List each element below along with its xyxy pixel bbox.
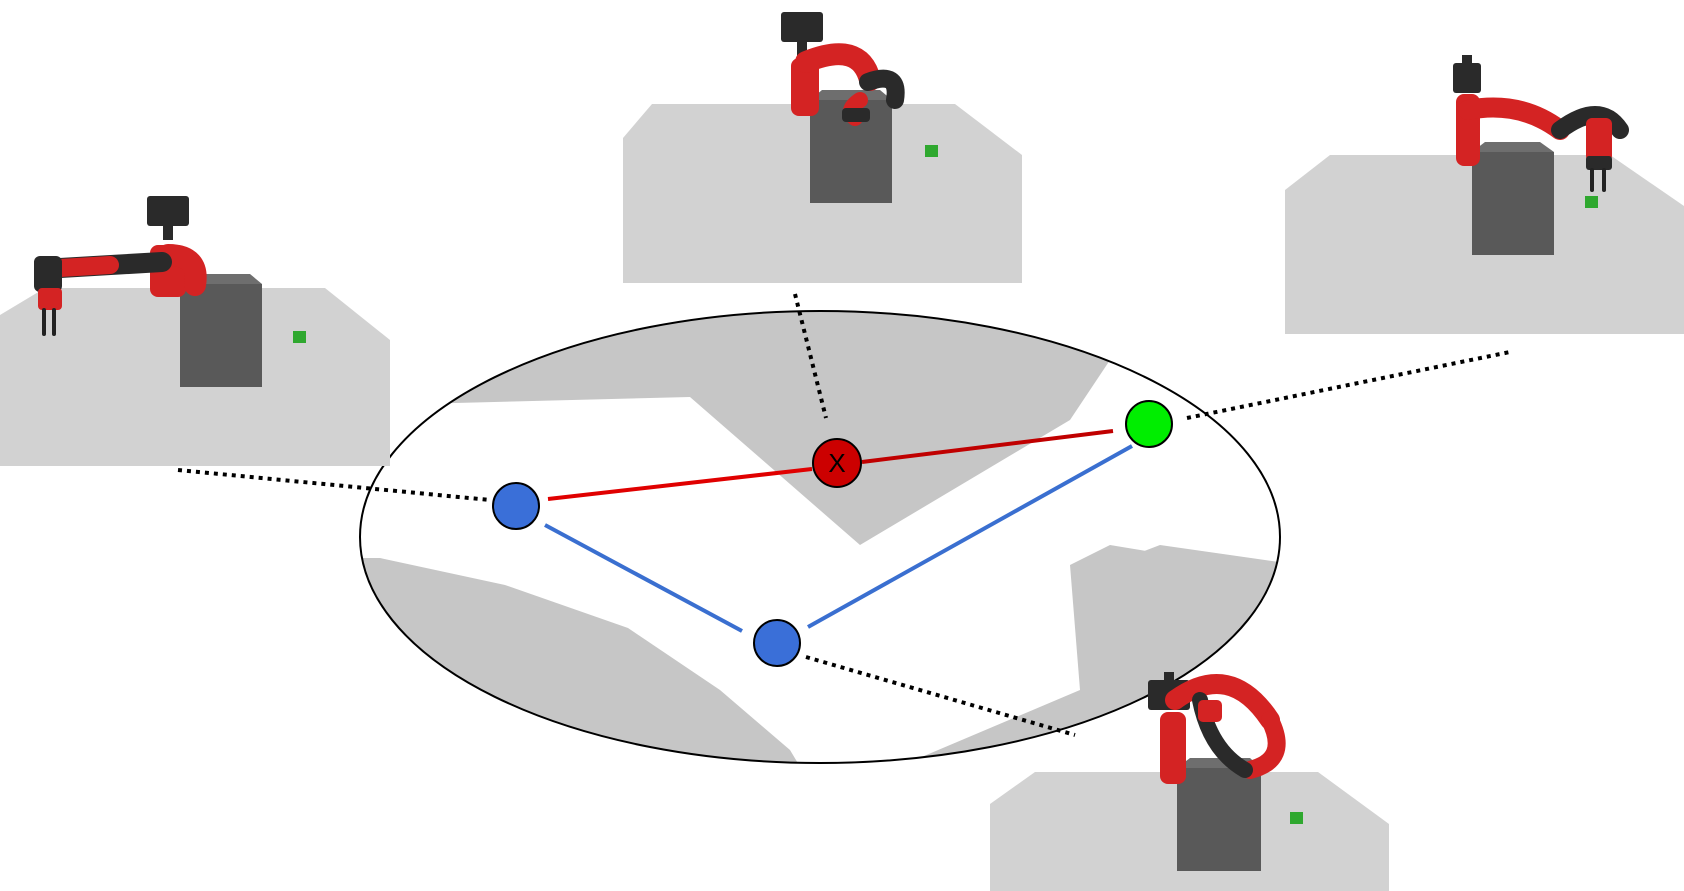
connector-top: [793, 293, 828, 419]
path-edges: [544, 429, 1133, 633]
scene-panel-bottom: [990, 672, 1389, 891]
collision-node-label: X: [828, 448, 845, 478]
edge-start-waypoint: [544, 523, 743, 633]
path-nodes: X: [492, 400, 1173, 667]
connector-left: [177, 468, 491, 502]
waypoint-node: [753, 619, 801, 667]
target-cube-icon: [1290, 812, 1303, 824]
scene-panel-right: [1285, 55, 1684, 334]
free-space-shape: [360, 311, 1280, 763]
scene-panel-left: [0, 196, 390, 466]
configuration-space: [359, 310, 1281, 764]
edge-waypoint-goal: [807, 444, 1133, 629]
edge-collision-goal: [861, 429, 1114, 464]
robot-arm-icon: [781, 12, 905, 126]
collision-node: [812, 438, 862, 488]
robot-arm-icon: [1148, 672, 1286, 784]
robot-arm-icon: [1453, 55, 1629, 192]
obstacle-box-icon: [180, 274, 262, 387]
connector-bottom: [805, 655, 1076, 737]
config-space-outline: [359, 310, 1281, 764]
scene-connectors: [177, 293, 1511, 737]
robot-arm-icon: [34, 196, 207, 336]
goal-node: [1125, 400, 1173, 448]
obstacle-region-right: [1080, 545, 1280, 690]
connector-right: [1186, 350, 1511, 420]
edge-start-collision: [547, 467, 813, 501]
obstacle-box-icon: [1472, 142, 1554, 255]
target-cube-icon: [1585, 196, 1598, 208]
start-node: [492, 482, 540, 530]
scene-panel-top: [623, 12, 1022, 283]
target-cube-icon: [925, 145, 938, 157]
target-cube-icon: [293, 331, 306, 343]
